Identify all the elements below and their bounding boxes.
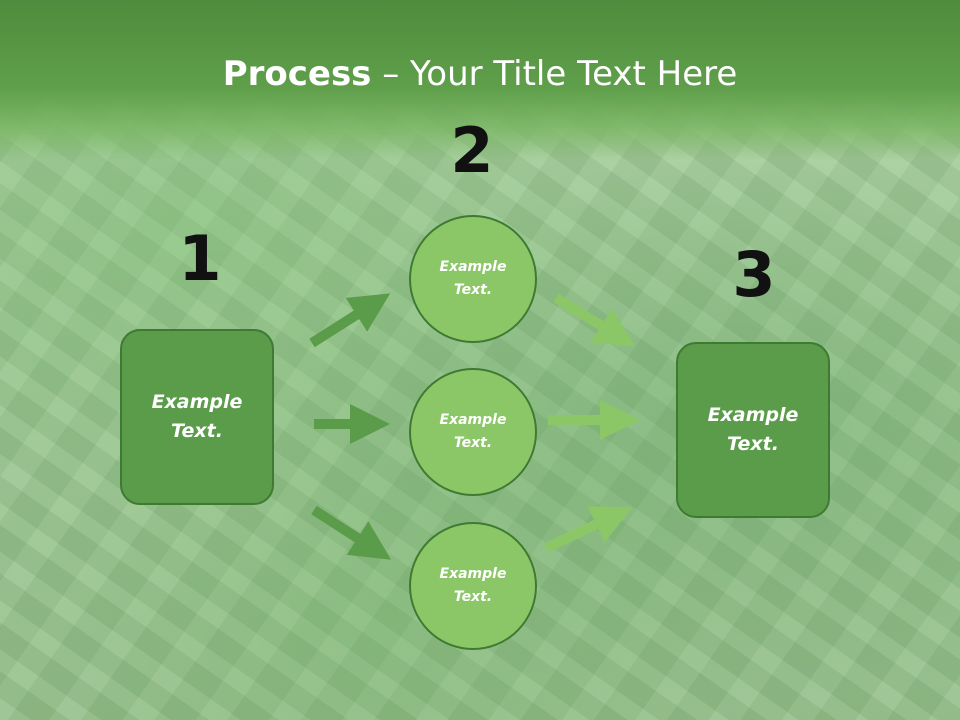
step-2-circle-bottom: Example Text. — [409, 522, 537, 650]
step-3-line1: Example — [707, 404, 799, 426]
circle-top-line2: Text. — [453, 282, 493, 298]
circle-middle-line1: Example — [439, 412, 507, 428]
circle-top-line1: Example — [439, 259, 507, 275]
step-2-circle-middle: Example Text. — [409, 368, 537, 496]
step-number-3: 3 — [732, 238, 776, 311]
arrow-bottom-to-right — [543, 506, 633, 553]
title-bold: Process — [222, 54, 372, 94]
step-1-line1: Example — [151, 391, 243, 413]
step-1-box: Example Text. — [120, 329, 274, 505]
title-rest: – Your Title Text Here — [371, 54, 738, 94]
step-1-line2: Text. — [171, 420, 223, 442]
arrow-top-to-right — [553, 293, 636, 347]
step-2-circle-top: Example Text. — [409, 215, 537, 343]
circle-bottom-line1: Example — [439, 566, 507, 582]
title-bar — [0, 0, 960, 160]
step-number-1: 1 — [178, 222, 222, 295]
circle-bottom-line2: Text. — [453, 589, 493, 605]
slide-title: Process – Your Title Text Here — [0, 52, 960, 96]
arrow-left-to-bottom — [311, 505, 392, 560]
step-3-line2: Text. — [727, 433, 779, 455]
circle-middle-line2: Text. — [453, 435, 493, 451]
step-3-box: Example Text. — [676, 342, 830, 518]
arrow-left-to-top — [309, 293, 391, 348]
step-number-2: 2 — [450, 114, 494, 187]
